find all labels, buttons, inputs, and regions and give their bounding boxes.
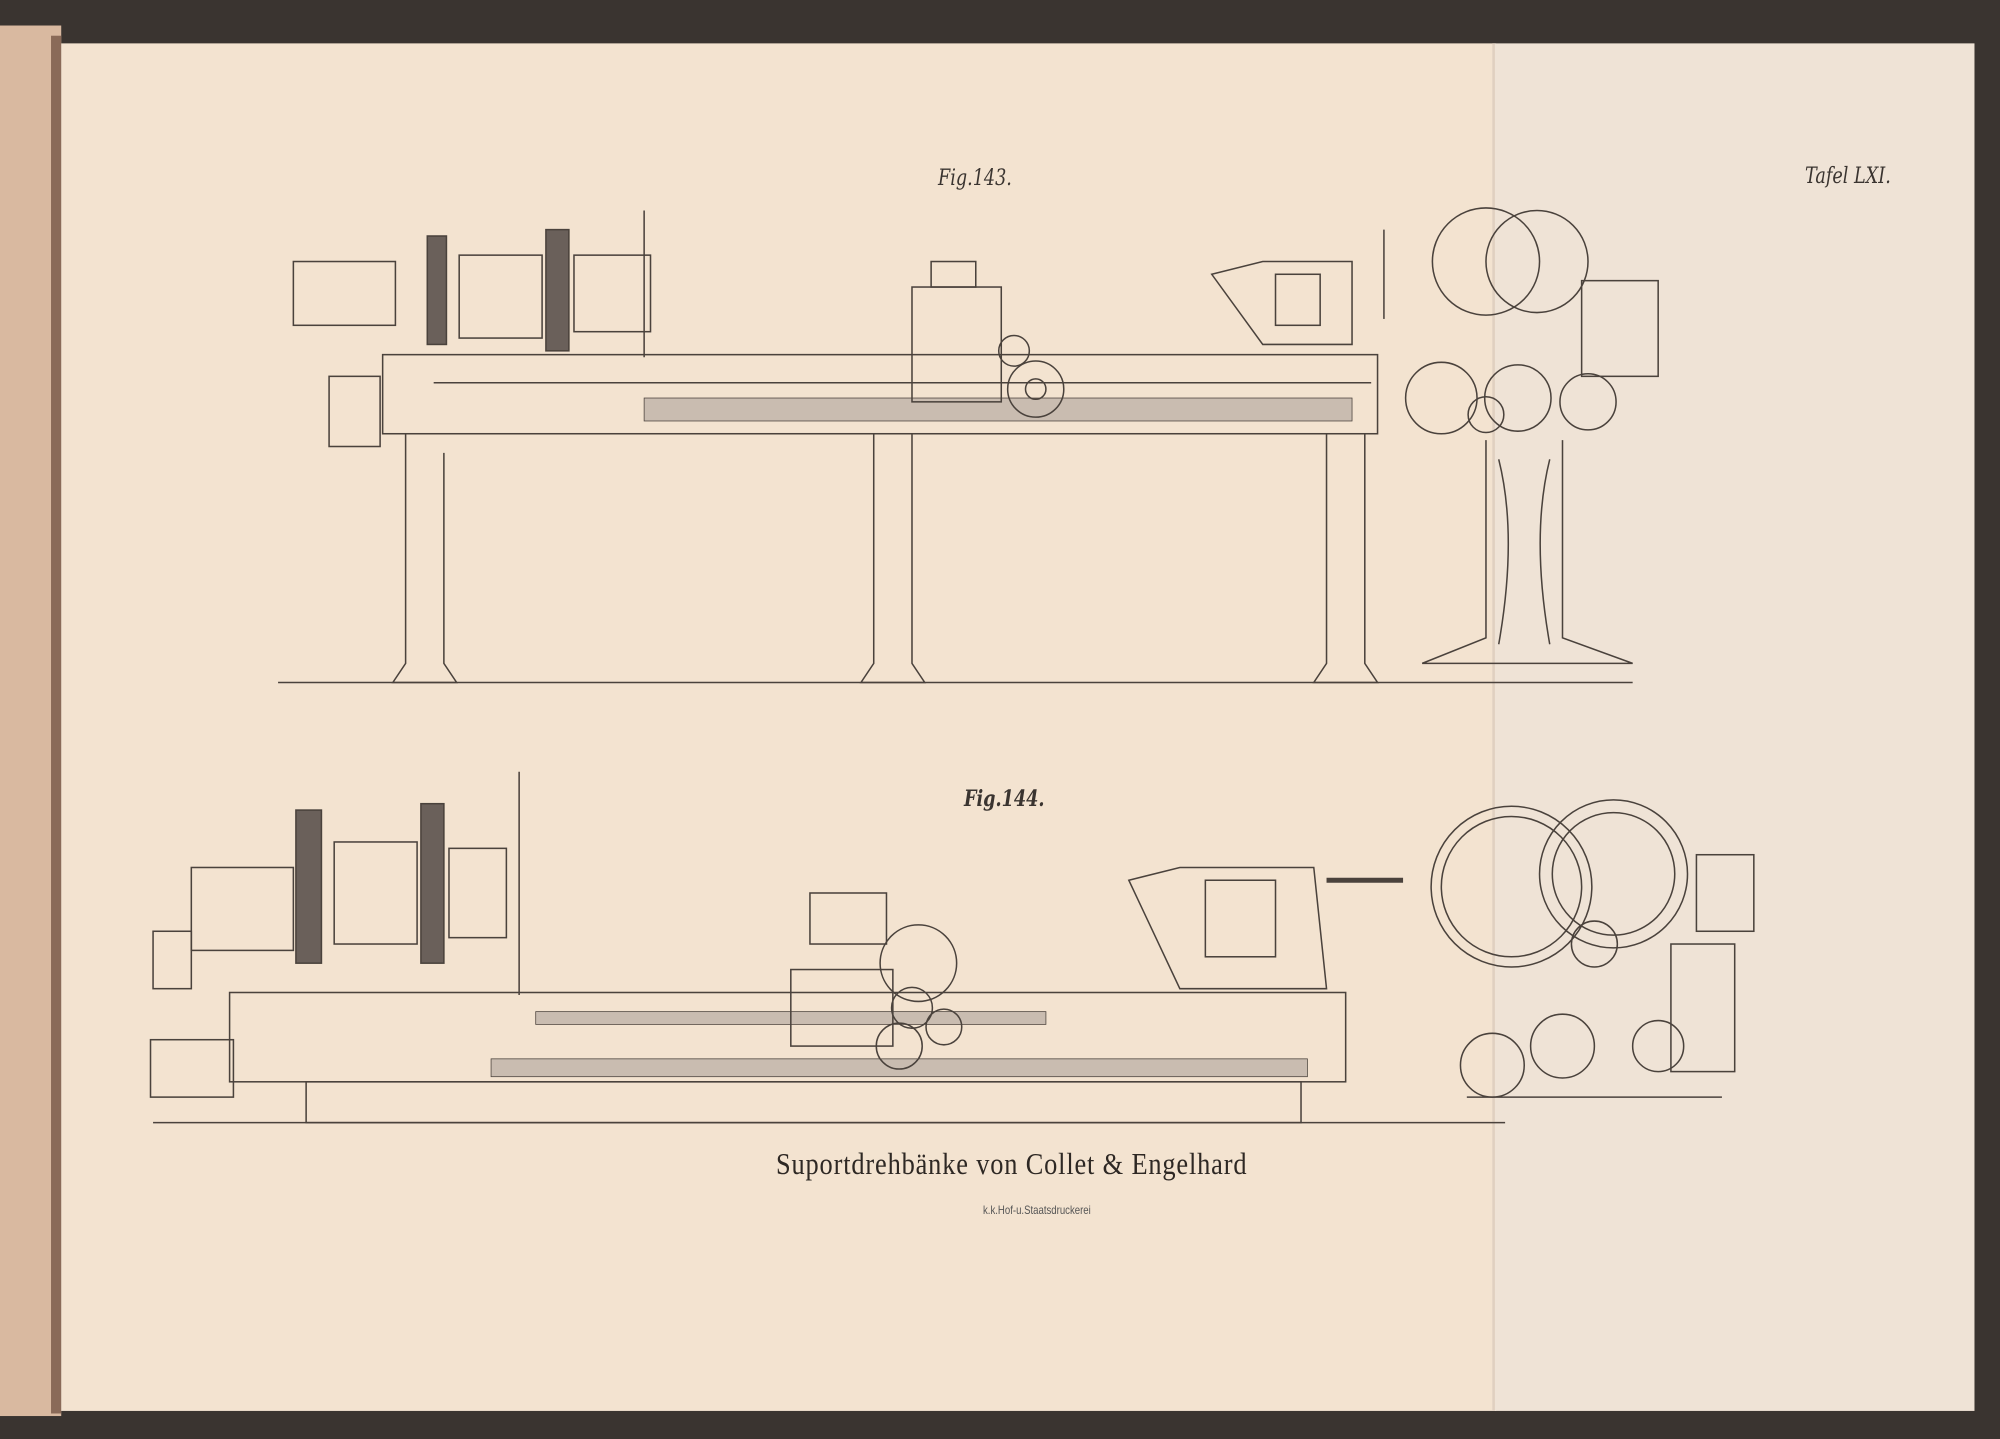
figure-144-label: Fig.144. — [964, 786, 1045, 812]
printer-imprint: k.k.Hof-u.Staatsdruckerei — [983, 1203, 1091, 1217]
plate-number: Tafel LXI. — [1805, 164, 1891, 189]
plate-caption: Suportdrehbänke von Collet & Engelhard — [776, 1146, 1248, 1181]
figure-144-drawing — [149, 771, 1755, 1124]
page-fold-panel — [1492, 43, 1975, 1411]
figure-143-label: Fig.143. — [938, 166, 1012, 191]
page-left-panel — [61, 43, 1497, 1411]
figure-143-drawing — [278, 207, 1659, 684]
